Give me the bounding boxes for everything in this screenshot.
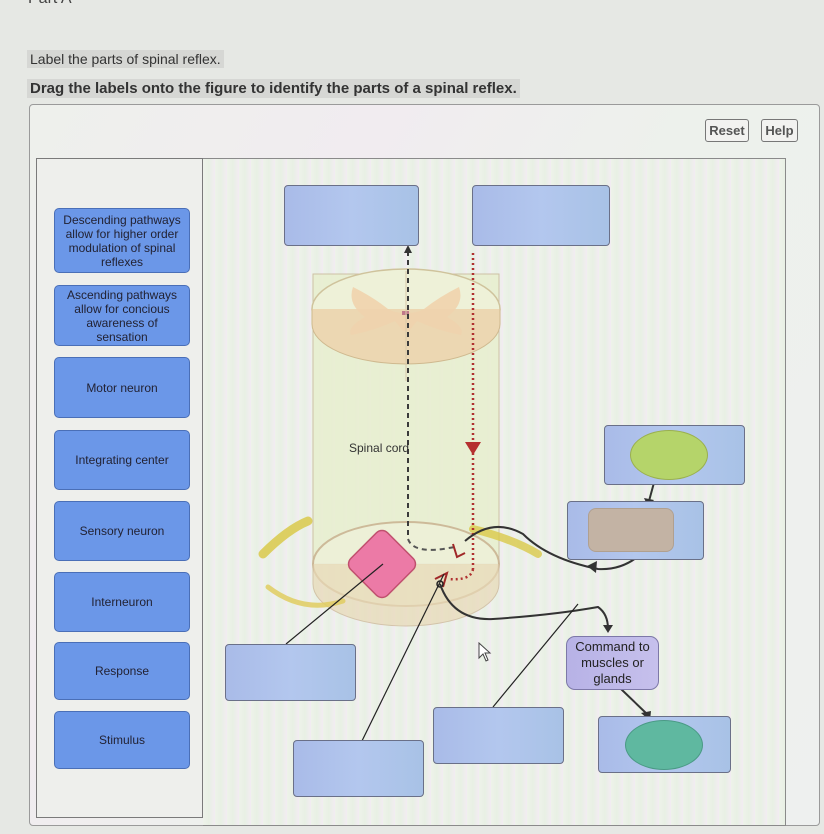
label-stimulus[interactable]: Stimulus [54,711,190,769]
effector-icon [625,720,703,770]
label-response[interactable]: Response [54,642,190,700]
spinal-reflex-figure: Spinal cord Command to muscles or glands [203,158,786,826]
label-interneuron[interactable]: Interneuron [54,572,190,632]
label-integrating-center[interactable]: Integrating center [54,430,190,490]
reset-button[interactable]: Reset [705,119,749,142]
drop-target-top-right[interactable] [472,185,610,246]
help-button[interactable]: Help [761,119,798,142]
sensory-neuron-body-icon [588,508,674,552]
label-ascending-pathways[interactable]: Ascending pathways allow for concious aw… [54,285,190,346]
drop-target-top-left[interactable] [284,185,419,246]
label-sensory-neuron[interactable]: Sensory neuron [54,501,190,561]
label-motor-neuron[interactable]: Motor neuron [54,357,190,418]
drop-target-sensory[interactable] [567,501,704,560]
drop-target-motor[interactable] [433,707,564,764]
mouse-cursor-icon [478,642,492,662]
drop-target-interneuron[interactable] [293,740,424,797]
question-directive: Drag the labels onto the figure to ident… [27,79,520,98]
question-instruction: Label the parts of spinal reflex. [27,50,224,68]
spinal-cord-label: Spinal cord [349,441,410,455]
sensory-receptor-icon [630,430,708,480]
part-heading: Part A [28,0,72,8]
spinal-cord-illustration [258,245,656,750]
drop-target-integrating[interactable] [225,644,356,701]
drop-target-effector[interactable] [598,716,731,773]
command-to-muscles-label: Command to muscles or glands [566,636,659,690]
label-descending-pathways[interactable]: Descending pathways allow for higher ord… [54,208,190,273]
drop-target-receptor[interactable] [604,425,745,485]
